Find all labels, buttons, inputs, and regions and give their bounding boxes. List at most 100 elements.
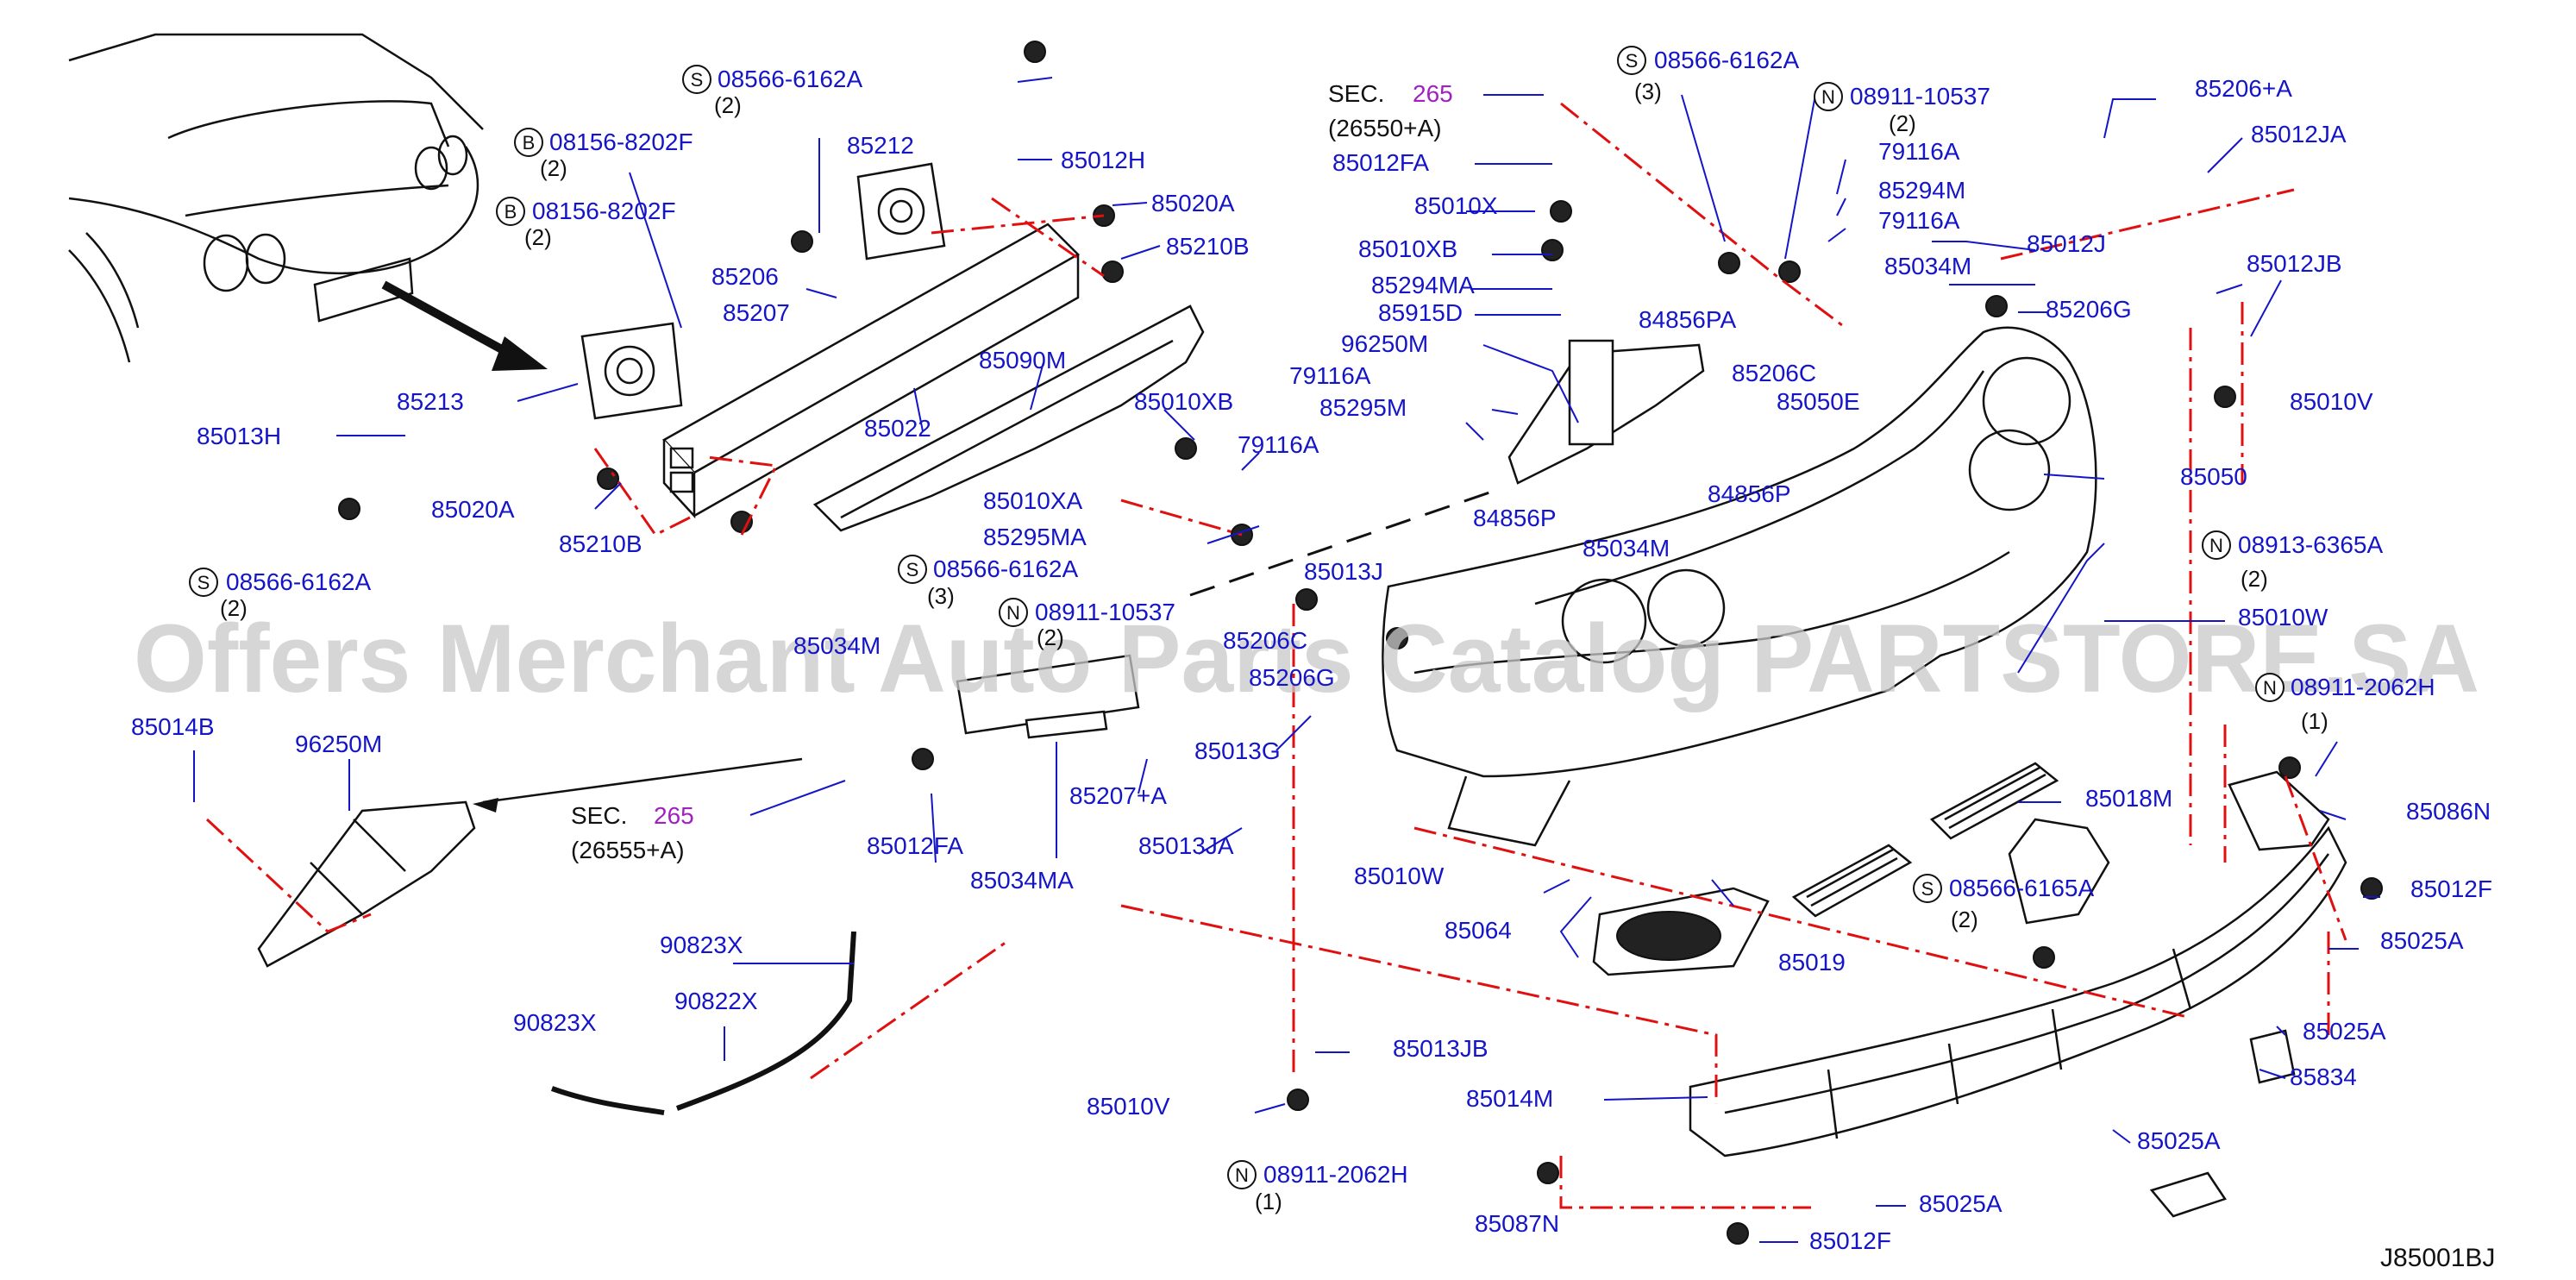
part-label: 85014M — [1466, 1085, 1553, 1112]
bumper-fascia — [1382, 326, 2097, 847]
fastener-spec-f11: S 08566-6165A (2) — [1913, 874, 2094, 932]
fastener-prefix: N — [1821, 86, 1835, 108]
fastener-qty: (3) — [927, 583, 955, 609]
fastener-spec-f8: N 08911-10537 (2) — [1814, 82, 1990, 136]
fastener-spec-f9: N 08913-6365A (2) — [2202, 530, 2383, 592]
section-prefix: SEC. — [1328, 80, 1384, 107]
watermark-text: Offers Merchant Auto Parts Catalog PARTS… — [134, 605, 2479, 712]
part-label: 85010V — [1087, 1093, 1170, 1120]
part-label: 85090M — [979, 347, 1066, 373]
fastener-prefix: B — [523, 132, 536, 154]
right-bracket — [856, 162, 946, 260]
section-ref: (26550+A) — [1328, 115, 1442, 141]
part-label: 85012FA — [867, 832, 963, 859]
fastener-prefix: B — [505, 201, 517, 223]
fastener-qty: (2) — [1889, 110, 1916, 136]
fastener-prefix: S — [691, 69, 704, 91]
fastener-code: 08566-6162A — [226, 568, 371, 595]
part-label: 85010W — [2238, 604, 2328, 631]
fastener-code: 08911-2062H — [1263, 1161, 1408, 1188]
part-label: 85087N — [1475, 1210, 1559, 1237]
part-label: 85012F — [1809, 1227, 1891, 1254]
part-label: 85034M — [1583, 535, 1670, 562]
fastener-code: 08566-6165A — [1949, 875, 2094, 901]
part-label: 85010X — [1414, 192, 1498, 219]
fastener-qty: (2) — [714, 92, 742, 118]
part-label: 85050 — [2180, 463, 2247, 490]
fastener-prefix: S — [906, 559, 919, 580]
part-label: 85207 — [723, 299, 790, 326]
part-label: 85064 — [1445, 917, 1512, 944]
part-label: 85012JA — [2251, 121, 2347, 147]
fastener-code: 08566-6162A — [933, 555, 1078, 582]
fastener-spec-f1: S 08566-6162A (2) — [682, 65, 862, 118]
part-label: 85206G — [2046, 296, 2132, 323]
part-label: 85294M — [1878, 177, 1965, 204]
energy-absorber — [812, 304, 1205, 532]
fastener-qty: (2) — [1951, 907, 1978, 932]
part-label: 85012F — [2410, 875, 2492, 902]
part-label: 85025A — [2380, 927, 2464, 954]
fastener-prefix: N — [2263, 677, 2277, 699]
leader-lines — [193, 77, 2380, 1243]
part-label: 85206 — [711, 263, 779, 290]
car-rear-illustration — [68, 33, 548, 371]
part-label: 85294MA — [1371, 272, 1475, 298]
part-label: 85018M — [2085, 785, 2172, 812]
part-label: 85013H — [197, 423, 281, 449]
part-label: 85212 — [847, 132, 914, 159]
fastener-qty: (1) — [1255, 1189, 1282, 1214]
part-label: 85012JB — [2247, 250, 2342, 277]
section-arrow-line — [482, 757, 803, 804]
part-label: 85050E — [1777, 388, 1860, 415]
bezel — [1592, 887, 1770, 976]
diagram-code: J85001BJ — [2380, 1244, 2495, 1272]
fastener-qty: (2) — [524, 224, 552, 250]
part-label: 85019 — [1778, 949, 1846, 976]
part-label: 90823X — [513, 1009, 597, 1036]
fastener-code: 08156-8202F — [532, 198, 676, 224]
section-reference-2: SEC. 265 (26555+A) — [571, 802, 694, 863]
section-reference-1: SEC. 265 (26550+A) — [1328, 80, 1453, 141]
part-label: 79116A — [1238, 431, 1319, 458]
part-label: 79116A — [1289, 362, 1371, 389]
part-label: 85010XB — [1358, 235, 1457, 262]
part-label: 85010XA — [983, 487, 1083, 514]
part-label: 85034M — [793, 632, 881, 659]
part-label: 85025A — [2137, 1127, 2221, 1154]
part-label: 85025A — [1919, 1190, 2003, 1217]
section-arrowhead — [473, 798, 498, 813]
part-label: 85295M — [1319, 394, 1407, 421]
moldings — [550, 931, 856, 1115]
fastener-code: 08156-8202F — [549, 129, 693, 155]
fastener-code: 08566-6162A — [1654, 47, 1799, 73]
part-label: 85206C — [1223, 627, 1307, 654]
left-bracket — [580, 322, 683, 420]
part-label: 85012FA — [1332, 149, 1429, 176]
part-label: 85834 — [2290, 1064, 2357, 1090]
fastener-prefix: S — [197, 572, 210, 593]
part-label: 85014B — [131, 713, 215, 740]
part-label: 90823X — [660, 932, 743, 958]
fastener-qty: (2) — [1037, 624, 1064, 650]
fastener-qty: (2) — [220, 595, 248, 621]
part-label: 85086N — [2406, 798, 2491, 825]
fastener-icons — [338, 41, 2383, 1245]
part-label: 85025A — [2303, 1018, 2386, 1045]
section-number: 265 — [654, 802, 694, 829]
part-label: 79116A — [1878, 138, 1960, 165]
part-label: 85022 — [864, 415, 931, 442]
part-label: 85206C — [1732, 360, 1816, 386]
part-label: 85915D — [1378, 299, 1463, 326]
fastener-spec-f4: S 08566-6162A (2) — [189, 568, 371, 621]
part-label: 85210B — [559, 530, 642, 557]
part-label: 85010W — [1354, 863, 1445, 889]
fastener-prefix: N — [1006, 602, 1020, 624]
part-label: 85013J — [1304, 558, 1383, 585]
fastener-code: 08913-6365A — [2238, 531, 2383, 558]
lower-diffuser — [1689, 825, 2347, 1158]
centerline — [1189, 490, 1493, 597]
fastener-prefix: S — [1626, 50, 1639, 72]
part-label: 85010XB — [1134, 388, 1233, 415]
